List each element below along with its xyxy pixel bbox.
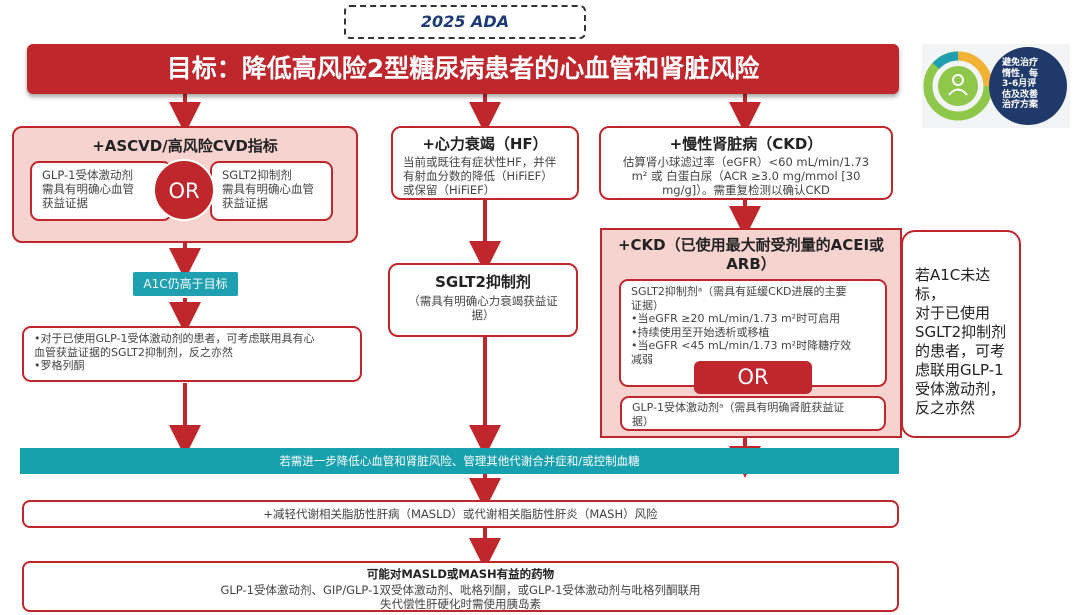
ascvd-title: +ASCVD/高风险CVD指标 (92, 137, 278, 155)
masld-drugs-text: GLP-1受体激动剂、GIP/GLP-1双受体激动剂、吡格列酮，或GLP-1受体… (220, 583, 701, 611)
ascvd-or-circle: OR (153, 159, 215, 221)
further-risk-reduction-bar: 若需进一步降低心血管和肾脏风险、管理其他代谢合并症和/或控制血糖 (20, 448, 899, 474)
hf-sglt2-box: SGLT2抑制剂 （需具有明确心力衰竭获益证 据） (388, 263, 578, 337)
masld-drugs-box: 可能对MASLD或MASH有益的药物 GLP-1受体激动剂、GIP/GLP-1双… (22, 561, 899, 612)
ascvd-glp1-option: GLP-1受体激动剂 需具有明确心血管 获益证据 (30, 161, 172, 221)
side-note-a1c: 若A1C未达标， 对于已使用 SGLT2抑制剂 的患者，可考 虑联用GLP-1 … (901, 230, 1021, 438)
ckd-box: +慢性肾脏病（CKD） 估算肾小球滤过率（eGFR）<60 mL/min/1.7… (599, 126, 893, 200)
ring-graphic (923, 47, 1067, 125)
masld-risk-box: +减轻代谢相关脂肪性肝病（MASLD）或代谢相关脂肪性肝炎（MASH）风险 (22, 500, 899, 528)
hf-description: 当前或既往有症状性HF，并伴 有射血分数的降低（HiFiEF） 或保留（HiFi… (403, 155, 557, 197)
person-icon (952, 74, 964, 86)
hf-sglt2-title: SGLT2抑制剂 (435, 273, 531, 291)
ada-2025-tag: 2025 ADA (344, 5, 586, 39)
logo-text: 避免治疗 惰性，每 3-6月评 估及改善 治疗方案 (1002, 58, 1039, 110)
ckd-max-acei-title: +CKD（已使用最大耐受剂量的ACEI或 ARB） (617, 236, 885, 273)
masld-drugs-title: 可能对MASLD或MASH有益的药物 (366, 567, 555, 581)
hf-title: +心力衰竭（HF） (422, 135, 548, 153)
hf-sglt2-description: （需具有明确心力衰竭获益证 据） (408, 294, 558, 322)
ckd-or-label: OR (694, 361, 812, 394)
ckd-description: 估算肾小球滤过率（eGFR）<60 mL/min/1.73 m² 或 白蛋白尿（… (622, 155, 870, 197)
ascvd-followup-box: •对于已使用GLP-1受体激动剂的患者，可考虑联用具有心 血管获益证据的SGLT… (22, 326, 362, 382)
treatment-inertia-logo: 避免治疗 惰性，每 3-6月评 估及改善 治疗方案 (922, 44, 1070, 128)
goal-banner: 目标：降低高风险2型糖尿病患者的心血管和肾脏风险 (27, 44, 899, 94)
hf-box: +心力衰竭（HF） 当前或既往有症状性HF，并伴 有射血分数的降低（HiFiEF… (391, 126, 579, 200)
ckd-glp1-block: GLP-1受体激动剂ᵃ（需具有明确肾脏获益证 据） (620, 396, 886, 431)
ckd-title: +慢性肾脏病（CKD） (669, 135, 823, 153)
a1c-above-target-label: A1C仍高于目标 (133, 272, 238, 296)
ascvd-sglt2-option: SGLT2抑制剂 需具有明确心血管 获益证据 (210, 161, 333, 221)
